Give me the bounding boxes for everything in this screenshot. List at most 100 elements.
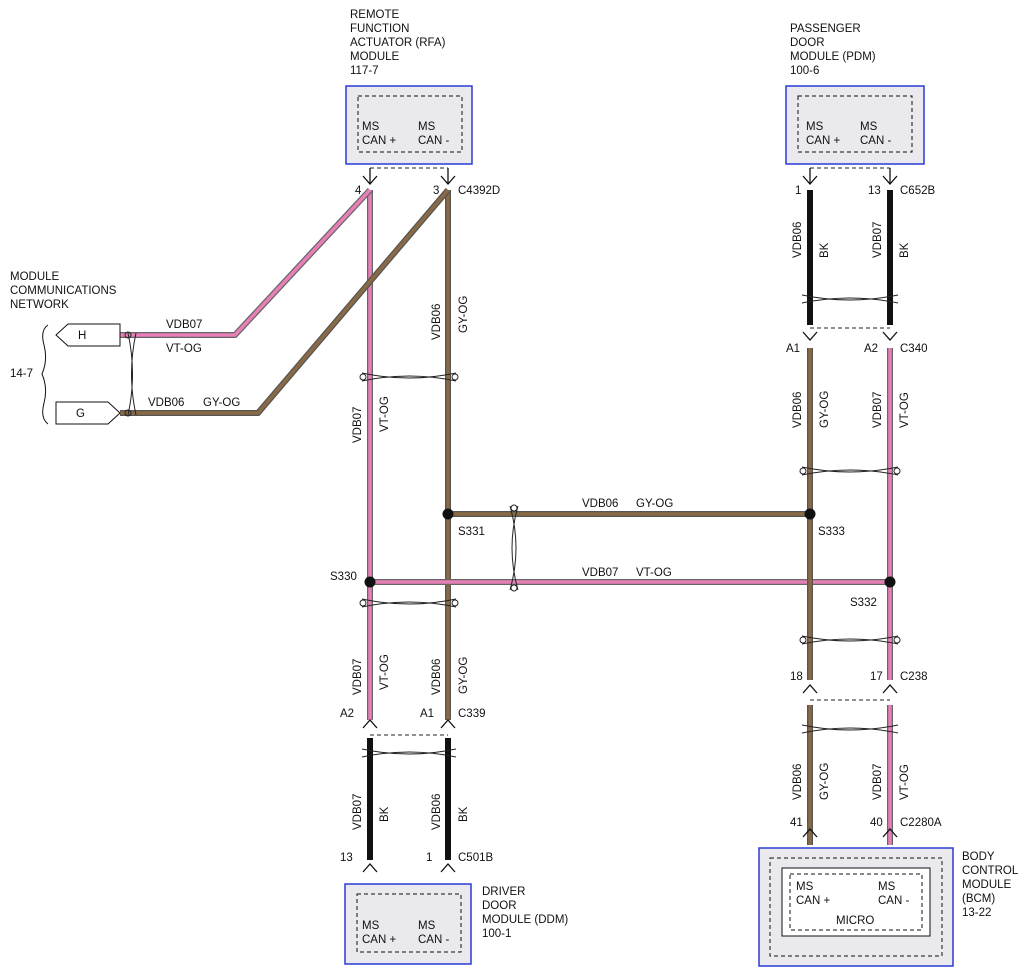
splice-s330-dot: [364, 576, 376, 588]
rfa-title-2: FUNCTION: [350, 23, 409, 35]
twist-pdm-lower: [799, 635, 901, 645]
pdm-trunk-right-circuit: VDB07: [872, 392, 884, 428]
g-terminal-shape: [55, 401, 121, 425]
bcm-pin-minus-2: CAN -: [878, 895, 909, 907]
rfa-pin-minus-2: CAN -: [418, 135, 449, 147]
g-terminal-label: G: [76, 408, 85, 420]
rfa-pin-plus-2: CAN +: [362, 135, 396, 147]
pdm-pin-plus-1: MS: [806, 121, 824, 133]
bcm-title-4: (BCM): [962, 893, 995, 905]
pdm-title-3: MODULE (PDM): [790, 51, 876, 63]
rfa-box: [345, 85, 473, 165]
splice-s331-label: S331: [458, 526, 485, 538]
bcm-module[interactable]: 41 40 C2280A MS CAN + MS CAN - MICRO BOD…: [758, 817, 1019, 967]
network-h-color: VT-OG: [166, 343, 202, 355]
pdm-pin-1: 1: [795, 185, 801, 197]
rfa-connector: C4392D: [458, 185, 500, 197]
splice-s333-dot: [804, 508, 816, 520]
splice-s332-dot: [884, 576, 896, 588]
bcm-pin-plus-1: MS: [796, 881, 814, 893]
c340-pin-a2: A2: [864, 343, 878, 355]
bcm-mid-box: [769, 857, 943, 957]
splice-s332-label: S332: [850, 597, 877, 609]
rfa-inner-box: [357, 95, 463, 153]
c339-pin-a2: A2: [340, 708, 354, 720]
network-h-circuit: VDB07: [166, 319, 202, 331]
network-brace: [41, 324, 49, 425]
bcm-micro-label: MICRO: [836, 915, 874, 927]
network-ref: 14-7: [10, 368, 33, 380]
s330-s332-circuit: VDB07: [582, 567, 618, 579]
rfa-pin-3: 3: [433, 185, 439, 197]
twist-horizontal: [509, 504, 519, 592]
bcm-title-1: BODY: [962, 851, 995, 863]
network-title-2: COMMUNICATIONS: [10, 285, 117, 297]
ddm-left-circuit: VDB07: [352, 794, 364, 830]
pdm-pin-minus-1: MS: [860, 121, 878, 133]
network-g-circuit: VDB06: [148, 397, 184, 409]
pdm-trunk-left-circuit: VDB06: [792, 392, 804, 428]
g-terminal[interactable]: G: [55, 401, 121, 425]
bcm-right-color: VT-OG: [899, 764, 911, 800]
bcm-pin-40: 40: [870, 817, 883, 829]
twist-pdm-bk: [801, 294, 899, 304]
bcm-pin-minus-1: MS: [878, 881, 896, 893]
ddm-pin-plus-2: CAN +: [362, 934, 396, 946]
ddm-title-1: DRIVER: [482, 886, 525, 898]
splice-s331-dot: [442, 508, 454, 520]
ddm-upper-right-color: GY-OG: [458, 657, 470, 694]
c238-label: C238: [900, 671, 928, 683]
s330-s332-color: VT-OG: [636, 567, 672, 579]
connector-arrows: [362, 168, 898, 873]
ddm-upper-right-circuit: VDB06: [431, 659, 443, 695]
bcm-title-3: MODULE: [962, 879, 1012, 891]
h-terminal-shape: [55, 323, 121, 347]
connector-labels: A1 A2 C340 A2 A1 C339 18 17 C238: [340, 343, 928, 720]
ddm-right-circuit: VDB06: [431, 794, 443, 830]
splice-s333-label: S333: [818, 526, 845, 538]
ddm-title-2: DOOR: [482, 900, 517, 912]
rfa-right-color: GY-OG: [458, 296, 470, 333]
bcm-right-circuit: VDB07: [872, 764, 884, 800]
bcm-title-2: CONTROL: [962, 865, 1019, 877]
bcm-left-color: GY-OG: [819, 763, 831, 800]
pdm-left-circuit: VDB06: [792, 222, 804, 258]
ddm-pin-13: 13: [340, 852, 353, 864]
twist-network: [124, 331, 137, 417]
s331-s333-circuit: VDB06: [582, 498, 618, 510]
ddm-pin-1: 1: [426, 852, 432, 864]
network-title-1: MODULE: [10, 271, 60, 283]
rfa-module[interactable]: REMOTE FUNCTION ACTUATOR (RFA) MODULE 11…: [345, 9, 500, 197]
c238-pin-17: 17: [870, 671, 883, 683]
bcm-connector: C2280A: [900, 817, 942, 829]
pdm-pin-minus-2: CAN -: [860, 135, 891, 147]
ddm-left-color: BK: [379, 806, 391, 822]
bcm-pin-plus-2: CAN +: [796, 895, 830, 907]
wire-vdb06-network: [120, 188, 451, 416]
pdm-connector: C652B: [900, 185, 935, 197]
bcm-micro-box: [789, 873, 923, 931]
network-title-3: NETWORK: [10, 299, 69, 311]
ddm-module[interactable]: 13 1 C501B MS CAN + MS CAN - DRIVER DOOR…: [340, 852, 568, 965]
ddm-inner-box: [356, 893, 462, 953]
ddm-pin-plus-1: MS: [362, 920, 380, 932]
c238-pin-18: 18: [790, 671, 803, 683]
twist-bcm: [801, 724, 899, 734]
bcm-inner-box: [781, 867, 931, 937]
ddm-title-4: 100-1: [482, 928, 511, 940]
rfa-left-color: VT-OG: [379, 396, 391, 432]
connector-brackets: [370, 167, 890, 736]
pdm-trunk-left-color: GY-OG: [819, 391, 831, 428]
pdm-title-1: PASSENGER: [790, 23, 861, 35]
pdm-left-color: BK: [819, 242, 831, 258]
splice-dots: [364, 508, 896, 588]
ddm-upper-left-color: VT-OG: [379, 654, 391, 690]
pdm-module[interactable]: PASSENGER DOOR MODULE (PDM) 100-6 MS CAN…: [785, 23, 935, 197]
ddm-upper-left-circuit: VDB07: [352, 659, 364, 695]
bcm-pin-41: 41: [790, 817, 803, 829]
h-terminal[interactable]: H: [55, 323, 121, 347]
rfa-right-circuit: VDB06: [431, 304, 443, 340]
c340-label: C340: [900, 343, 928, 355]
wire-vdb07-network: [120, 187, 373, 338]
wires: [120, 187, 893, 860]
